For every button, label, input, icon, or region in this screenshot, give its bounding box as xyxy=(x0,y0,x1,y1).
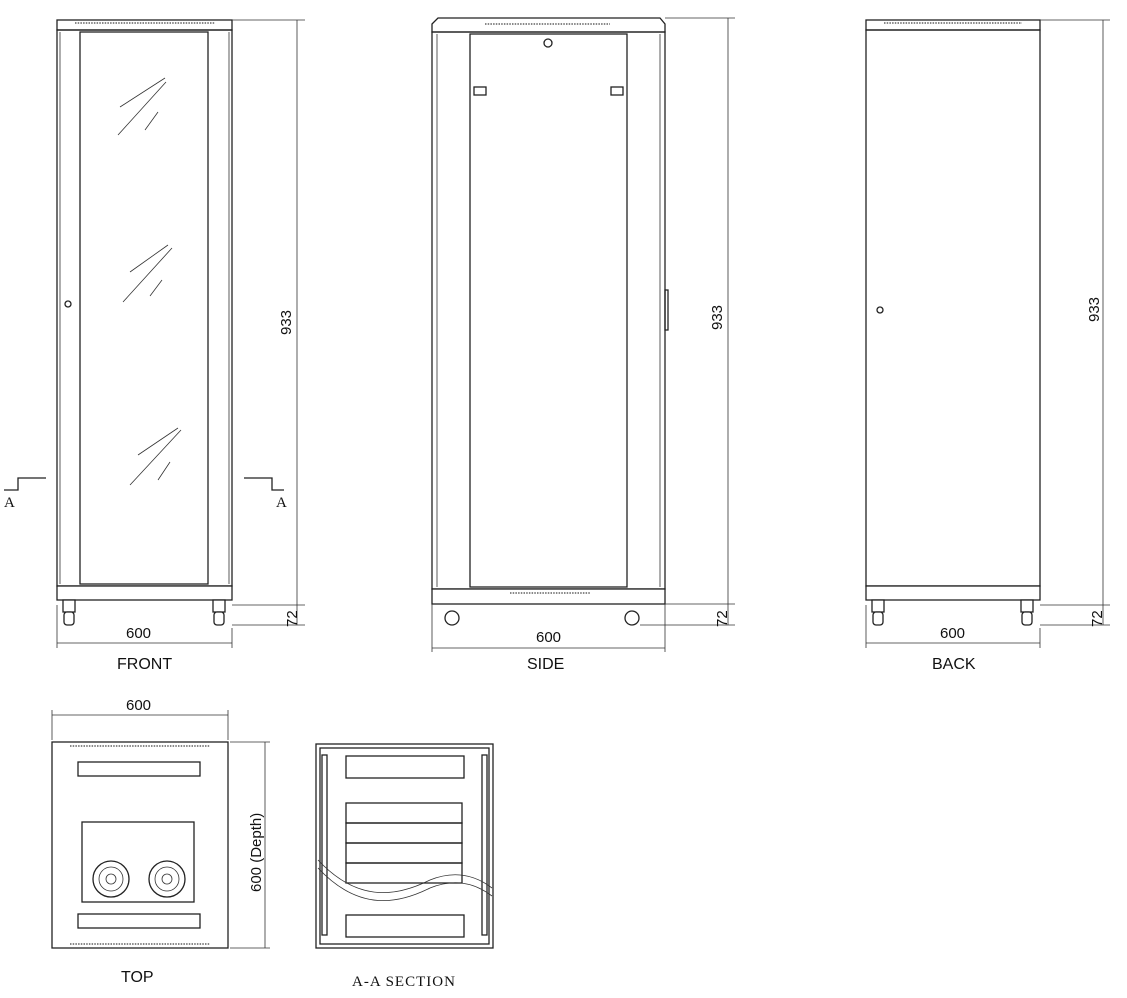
front-width-dim: 600 xyxy=(126,625,151,642)
front-label: FRONT xyxy=(117,656,172,673)
section-marker-left: A xyxy=(4,495,16,511)
front-view: A A 933 72 600 FRONT xyxy=(4,19,305,673)
front-base-dim: 72 xyxy=(284,610,301,627)
side-base-dim: 72 xyxy=(714,610,731,627)
section-label: A-A SECTION xyxy=(352,974,456,990)
side-height-dim: 933 xyxy=(709,305,726,330)
side-width-dim: 600 xyxy=(536,629,561,646)
back-view: 933 72 600 BACK xyxy=(865,19,1110,673)
section-view: A-A SECTION xyxy=(315,743,494,990)
top-depth-dim: 600 (Depth) xyxy=(248,813,265,892)
back-width-dim: 600 xyxy=(940,625,965,642)
top-label: TOP xyxy=(121,969,154,986)
back-base-dim: 72 xyxy=(1089,610,1106,627)
front-height-dim: 933 xyxy=(278,310,295,335)
side-label: SIDE xyxy=(527,656,564,673)
section-marker-right: A xyxy=(276,495,288,511)
back-label: BACK xyxy=(932,656,976,673)
back-height-dim: 933 xyxy=(1086,297,1103,322)
side-view: 933 72 600 SIDE xyxy=(431,17,735,673)
top-view: 600 600 (Depth) TOP xyxy=(51,697,270,986)
top-width-dim: 600 xyxy=(126,697,151,714)
